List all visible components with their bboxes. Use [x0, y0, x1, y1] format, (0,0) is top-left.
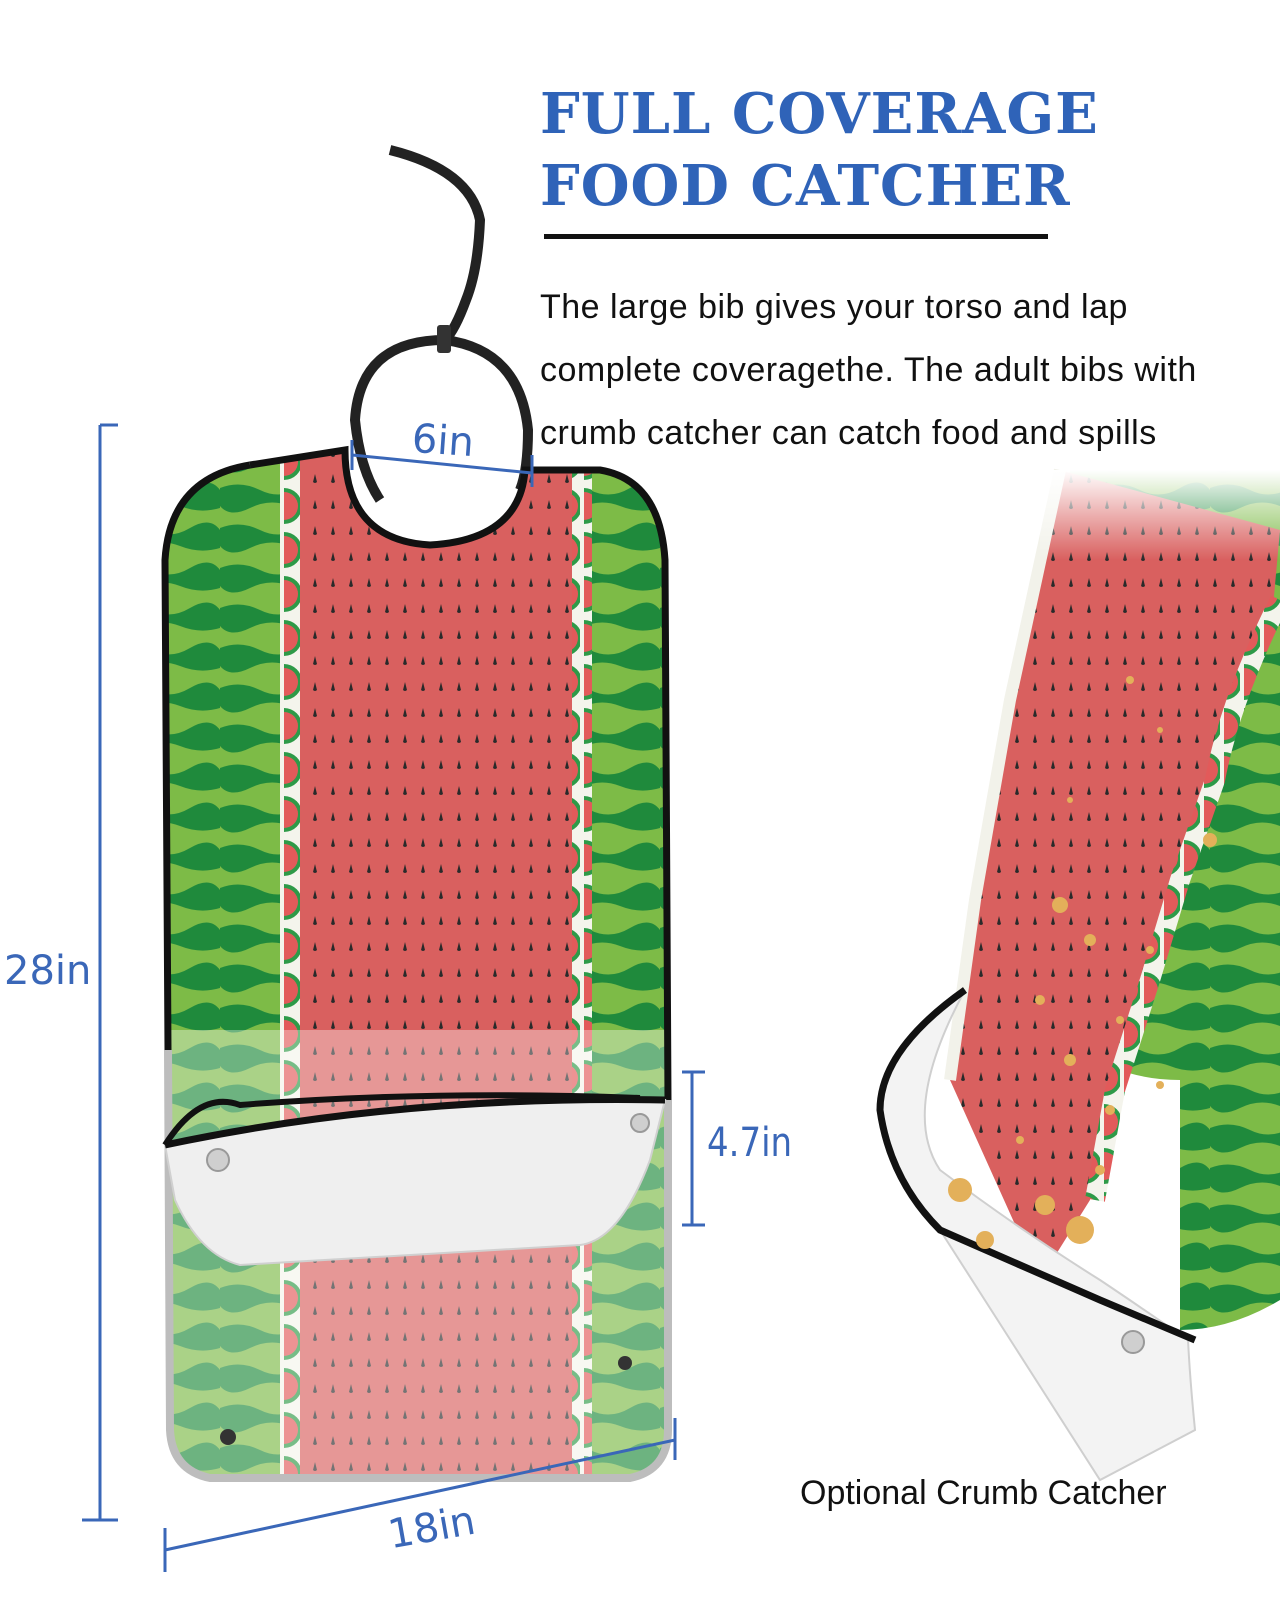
crumbs — [948, 676, 1217, 1249]
description-line-3: crumb catcher can catch food and spills — [540, 414, 1157, 452]
headline-line-2: FOOD CATCHER — [540, 153, 1071, 219]
crumb-pocket — [162, 1092, 667, 1267]
height-dimension-label: 28in — [4, 948, 92, 994]
description-line-2: complete coveragethe. The adult bibs wit… — [540, 351, 1197, 389]
headline-divider — [544, 234, 1048, 239]
description-line-1: The large bib gives your torso and lap — [540, 288, 1128, 326]
description: The large bib gives your torso and lap c… — [540, 276, 1270, 465]
headline: FULL COVERAGE FOOD CATCHER — [540, 78, 1099, 222]
headline-line-1: FULL COVERAGE — [540, 81, 1099, 147]
neck-dimension-line — [350, 440, 534, 487]
crumb-catcher-caption: Optional Crumb Catcher — [800, 1474, 1167, 1512]
crumb-catcher-closeup — [876, 468, 1280, 1482]
bib-front — [165, 450, 668, 1478]
height-dimension-line — [82, 423, 118, 1522]
pocket-dimension-label: 4.7in — [707, 1120, 793, 1166]
width-dimension-line — [163, 1418, 677, 1572]
pocket-dimension-line — [682, 1070, 705, 1227]
neck-dimension-label: 6in — [410, 415, 476, 467]
neck-strap — [349, 145, 534, 503]
bib-edge-trim — [249, 445, 672, 1101]
snap-button — [220, 1429, 236, 1445]
snap-button — [618, 1356, 632, 1370]
